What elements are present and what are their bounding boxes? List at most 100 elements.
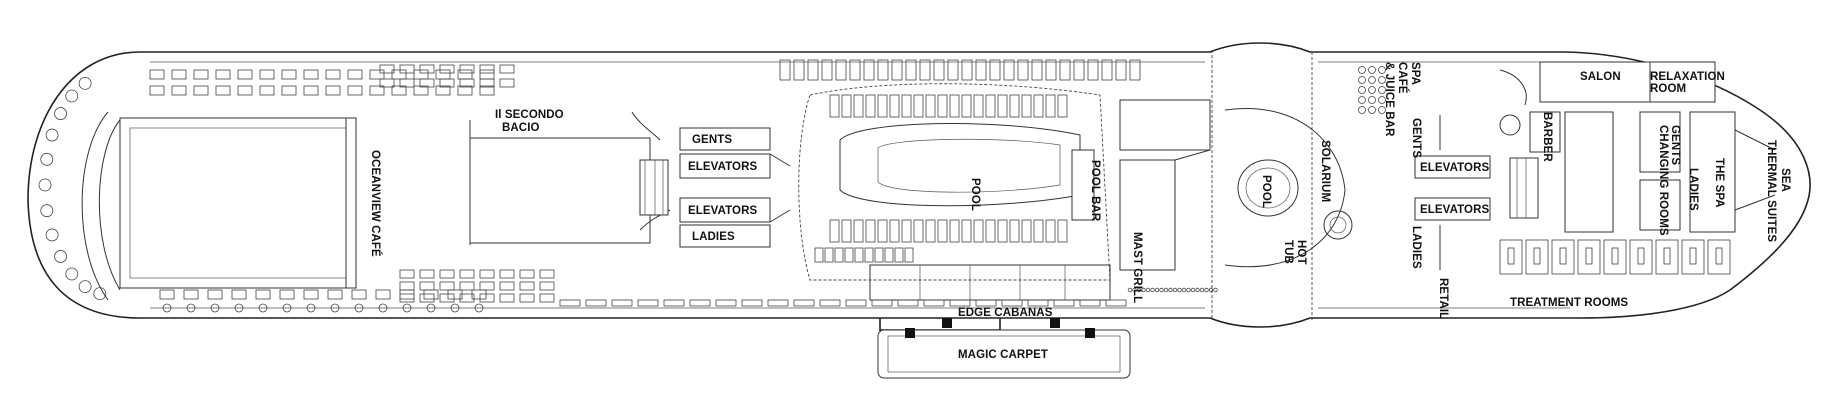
cafe-round-table xyxy=(45,228,59,242)
pool-lounger xyxy=(904,247,914,263)
spa-cafe-chair xyxy=(1358,96,1366,104)
pool-lounger xyxy=(947,59,959,81)
spa-cafe-chair xyxy=(1368,66,1376,74)
pool-lounger xyxy=(865,94,876,118)
spa-cafe-chair xyxy=(1368,76,1376,84)
treatment-bed xyxy=(1585,247,1593,265)
solarium-pool-label: POOL xyxy=(1260,175,1272,208)
cafe-table xyxy=(519,269,535,279)
cafe-table xyxy=(419,293,435,303)
spa-cafe-chair xyxy=(1358,86,1366,94)
deck-bench xyxy=(897,299,919,307)
pool-lounger xyxy=(1009,94,1020,118)
perimeter-chair xyxy=(1150,287,1155,293)
cafe-table xyxy=(193,85,209,96)
deck-bench xyxy=(741,299,763,307)
cafe-chair xyxy=(474,303,484,313)
pool-lounger xyxy=(985,219,996,243)
treatment-room xyxy=(1655,239,1679,275)
cafe-table xyxy=(399,269,415,279)
cafe-table xyxy=(375,289,391,300)
deck-bench xyxy=(1027,299,1049,307)
cafe-table xyxy=(439,64,455,74)
cafe-table xyxy=(419,269,435,279)
elevators-aft-label-2: ELEVATORS xyxy=(1420,204,1490,216)
magic-carpet-platform[interactable] xyxy=(877,328,1131,379)
cafe-round-table xyxy=(40,152,54,166)
pool-lounger xyxy=(853,94,864,118)
ladies-changing-label: LADIES xyxy=(1687,168,1699,211)
treatment-bed xyxy=(1507,247,1515,265)
pool-lounger xyxy=(835,59,847,81)
pool-lounger xyxy=(925,94,936,118)
cafe-table xyxy=(459,281,475,291)
cafe-table xyxy=(413,85,429,96)
main-pool-area xyxy=(798,83,1111,281)
pool-lounger xyxy=(1057,219,1068,243)
deck-bench xyxy=(611,299,633,307)
treatment-bed xyxy=(1611,247,1619,265)
perimeter-seating xyxy=(559,287,1218,307)
deck-bench xyxy=(793,299,815,307)
inner-deck-line xyxy=(150,61,1570,309)
pool-lounger xyxy=(853,219,864,243)
sea-thermal-suites-label-line2: THERMAL SUITES xyxy=(1765,140,1777,242)
cafe-chair xyxy=(378,303,388,313)
solarium-label: SOLARIUM xyxy=(1319,140,1331,202)
spa-cafe-label: SPA xyxy=(1409,62,1421,85)
cafe-table xyxy=(207,289,223,300)
treatment-bed xyxy=(1715,247,1723,265)
pool-lounger xyxy=(1129,59,1141,81)
pool-lounger xyxy=(1045,59,1057,81)
cafe-seating-rows xyxy=(38,64,555,313)
cafe-table xyxy=(479,64,495,74)
pool-lounger xyxy=(1045,94,1056,118)
treatment-bed xyxy=(1689,247,1697,265)
cafe-table xyxy=(399,78,415,88)
pool-lounger xyxy=(1033,94,1044,118)
pool-lounger-rows xyxy=(779,59,1141,263)
cafe-table xyxy=(399,293,415,303)
pool-lounger xyxy=(985,94,996,118)
cafe-table xyxy=(303,289,319,300)
treatment-room xyxy=(1707,239,1731,275)
cafe-table xyxy=(215,85,231,96)
pool-lounger xyxy=(949,219,960,243)
spa-cafe-seating xyxy=(1358,66,1386,114)
cafe-table xyxy=(171,69,187,80)
pool-lounger xyxy=(877,59,889,81)
cafe-round-table xyxy=(65,267,79,281)
spa-cafe-chair xyxy=(1378,106,1386,114)
treatment-room xyxy=(1551,239,1575,275)
pool-lounger xyxy=(1031,59,1043,81)
pool-lounger xyxy=(874,247,884,263)
cafe-table xyxy=(539,269,555,279)
pool-lounger xyxy=(821,59,833,81)
spa-cafe-chair xyxy=(1358,76,1366,84)
pool-lounger xyxy=(937,94,948,118)
cafe-table xyxy=(391,85,407,96)
gents-changing-label: GENTS xyxy=(1669,125,1681,165)
deck-bench xyxy=(1105,299,1127,307)
pool-lounger xyxy=(949,94,960,118)
forward-elevator-lobby xyxy=(679,127,791,248)
cafe-round-table xyxy=(93,287,107,301)
cafe-table xyxy=(479,85,495,96)
cafe-round-table xyxy=(38,178,52,192)
cafe-table xyxy=(419,64,435,74)
gents-forward-label: GENTS xyxy=(692,134,732,146)
cafe-table xyxy=(499,281,515,291)
cafe-table xyxy=(303,85,319,96)
cafe-table xyxy=(539,281,555,291)
treatment-rooms-label: TREATMENT ROOMS xyxy=(1510,297,1628,309)
magic-carpet-label: MAGIC CARPET xyxy=(958,349,1048,361)
elevators-forward-label-2: ELEVATORS xyxy=(688,205,758,217)
elevators-forward-label-1: ELEVATORS xyxy=(688,161,758,173)
pool-lounger xyxy=(863,59,875,81)
pool-lounger xyxy=(894,247,904,263)
cafe-table xyxy=(281,85,297,96)
cafe-table xyxy=(149,85,165,96)
elevators-aft-label-1: ELEVATORS xyxy=(1420,162,1490,174)
pool-lounger xyxy=(829,94,840,118)
deck-bench xyxy=(1053,299,1075,307)
